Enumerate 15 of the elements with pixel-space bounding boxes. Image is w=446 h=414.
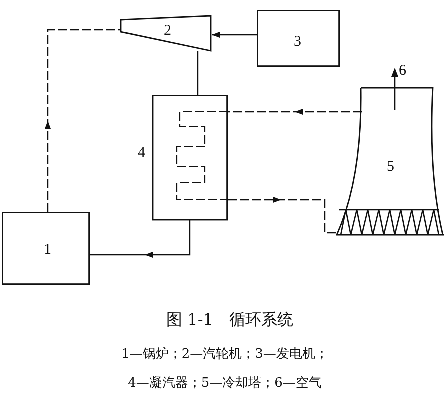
part-number: 6: [399, 63, 406, 79]
part-number: 3: [294, 34, 302, 50]
arrow: [228, 197, 337, 234]
arrow: [228, 109, 362, 115]
connector-line: [197, 51, 199, 95]
part-number: 5: [387, 159, 394, 175]
legend-text: 4—凝汽器；5—冷却塔；6—空气: [128, 375, 322, 392]
arrow: [45, 29, 120, 212]
part-number: 2: [164, 23, 172, 39]
arrow: [90, 220, 191, 258]
part-number: 4: [138, 145, 146, 161]
figure-caption: 图 1-1 循环系统: [166, 310, 294, 331]
arrow: [212, 32, 257, 38]
part-number: 1: [44, 242, 52, 258]
legend-text: 1—锅炉；2—汽轮机；3—发电机；: [122, 346, 328, 363]
